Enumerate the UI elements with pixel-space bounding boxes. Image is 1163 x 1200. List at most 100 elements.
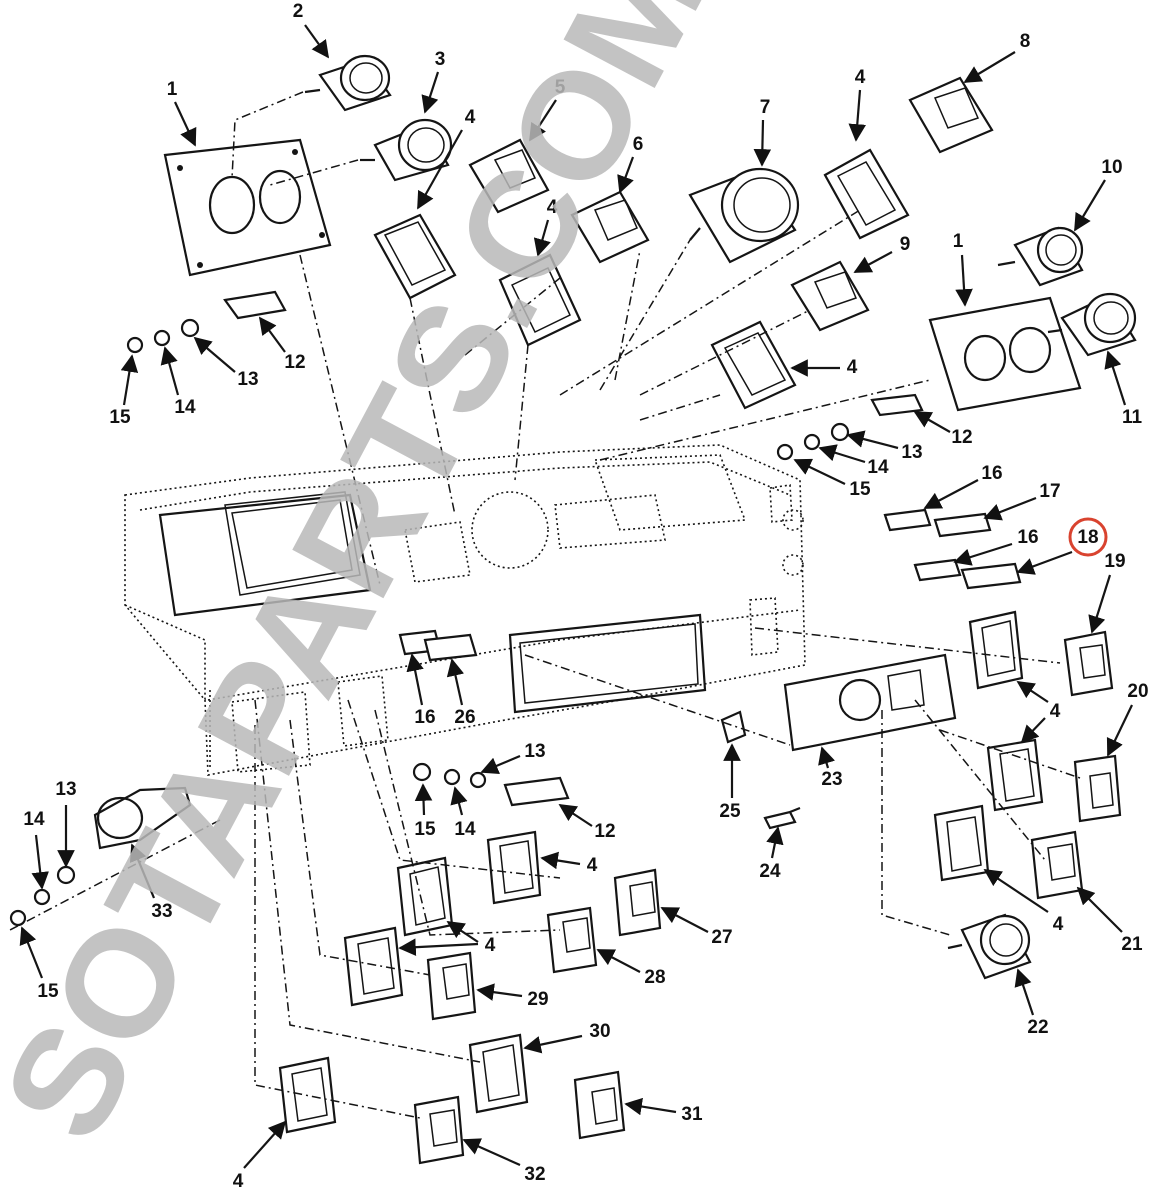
callout-12a: 12 xyxy=(284,352,305,373)
callout-26: 26 xyxy=(454,707,475,728)
clip-16a xyxy=(883,508,932,532)
clip-17 xyxy=(933,512,992,538)
callout-8: 8 xyxy=(1020,31,1031,52)
callout-14c: 14 xyxy=(454,819,476,840)
callout-4d: 4 xyxy=(847,357,858,378)
callout-14d: 14 xyxy=(23,809,45,830)
switch-28 xyxy=(546,906,598,974)
callout-31: 31 xyxy=(681,1104,703,1125)
callout-4i: 4 xyxy=(233,1171,244,1192)
callout-10: 10 xyxy=(1101,157,1122,178)
callout-22: 22 xyxy=(1027,1017,1048,1038)
callout-33: 33 xyxy=(151,901,172,922)
gauge-10 xyxy=(997,226,1084,287)
lamp-holder-12c xyxy=(503,776,570,807)
callout-16c: 16 xyxy=(414,707,435,728)
gauge-11 xyxy=(1047,292,1137,357)
callout-14a: 14 xyxy=(174,397,196,418)
switch-housing-4h xyxy=(486,830,542,905)
callout-15d: 15 xyxy=(37,981,59,1002)
indicator-8 xyxy=(908,76,994,154)
gauge-22 xyxy=(947,913,1032,980)
callout-20: 20 xyxy=(1127,681,1148,702)
callout-11: 11 xyxy=(1122,407,1143,428)
callout-13a: 13 xyxy=(237,369,258,390)
indicator-5 xyxy=(468,138,550,214)
panel-plate-23 xyxy=(783,653,957,752)
callout-14b: 14 xyxy=(867,457,889,478)
callout-13b: 13 xyxy=(901,442,922,463)
callout-4e: 4 xyxy=(1050,701,1061,722)
gauge-3 xyxy=(360,118,453,182)
callouts: 1 2 3 4 5 6 4 7 4 8 9 10 1 4 11 12 13 14 xyxy=(19,1,1149,1192)
gauge-7 xyxy=(688,167,800,264)
switch-housing-4f xyxy=(986,738,1044,812)
callout-13c: 13 xyxy=(524,741,545,762)
leader-lines xyxy=(9,209,1081,1119)
switch-housing-4g xyxy=(933,804,990,882)
clip-26 xyxy=(423,633,478,662)
lamp-holder-12b xyxy=(870,393,924,417)
clip-16b xyxy=(913,558,962,582)
callout-27: 27 xyxy=(711,927,732,948)
switch-housing-4j xyxy=(343,926,404,1007)
callout-12c: 12 xyxy=(594,821,615,842)
callout-19: 19 xyxy=(1104,551,1125,572)
switch-31 xyxy=(573,1070,626,1140)
switch-housing-4a xyxy=(373,213,457,300)
switch-27 xyxy=(613,868,662,937)
callout-13d: 13 xyxy=(55,779,76,800)
callout-25: 25 xyxy=(719,801,741,822)
switch-21 xyxy=(1030,830,1084,900)
gauge-bezel-right xyxy=(928,296,1082,412)
switch-housing-30 xyxy=(468,1033,529,1114)
switch-20 xyxy=(1073,754,1122,823)
switch-housing-4c xyxy=(823,148,910,240)
callout-24: 24 xyxy=(759,861,781,882)
switch-housing-4b xyxy=(498,253,582,347)
callout-16a: 16 xyxy=(981,463,1002,484)
callout-32: 32 xyxy=(524,1164,545,1185)
callout-28: 28 xyxy=(644,967,665,988)
clip-25 xyxy=(720,710,747,744)
hardware-group-left-top xyxy=(126,318,200,354)
switch-32 xyxy=(413,1095,465,1165)
callout-15b: 15 xyxy=(849,479,871,500)
hardware-group-left-bottom xyxy=(9,865,76,927)
callout-23: 23 xyxy=(821,769,842,790)
dashboard-panel xyxy=(124,444,806,776)
callout-4f: 4 xyxy=(1053,914,1064,935)
callout-4h: 4 xyxy=(485,935,496,956)
clip-18 xyxy=(960,562,1022,590)
callout-7: 7 xyxy=(760,97,771,118)
callout-15c: 15 xyxy=(414,819,436,840)
gauge-bezel-left xyxy=(163,138,332,277)
indicator-9 xyxy=(790,260,870,332)
callout-4c: 4 xyxy=(855,67,866,88)
callout-15a: 15 xyxy=(109,407,131,428)
callout-21: 21 xyxy=(1121,934,1143,955)
callout-1a: 1 xyxy=(167,79,178,100)
callout-4a: 4 xyxy=(465,107,476,128)
callout-16b: 16 xyxy=(1017,527,1038,548)
callout-5: 5 xyxy=(555,77,566,98)
switch-19 xyxy=(1063,630,1114,697)
switch-housing-4d xyxy=(710,320,797,410)
gauge-2 xyxy=(304,54,392,112)
screw-24 xyxy=(763,806,801,830)
hardware-group-center xyxy=(412,762,487,789)
callout-18: 18 xyxy=(1077,527,1098,548)
callout-3: 3 xyxy=(435,49,446,70)
callout-4b: 4 xyxy=(547,197,558,218)
callout-18-highlight xyxy=(1068,517,1108,557)
switch-housing-4e xyxy=(968,610,1024,690)
indicator-6 xyxy=(570,190,650,264)
lamp-holder-12a xyxy=(223,290,287,320)
switch-29 xyxy=(426,951,477,1021)
callout-6: 6 xyxy=(633,134,644,155)
callout-2: 2 xyxy=(293,1,304,22)
callout-29: 29 xyxy=(527,989,548,1010)
callout-30: 30 xyxy=(589,1021,610,1042)
callout-12b: 12 xyxy=(951,427,972,448)
